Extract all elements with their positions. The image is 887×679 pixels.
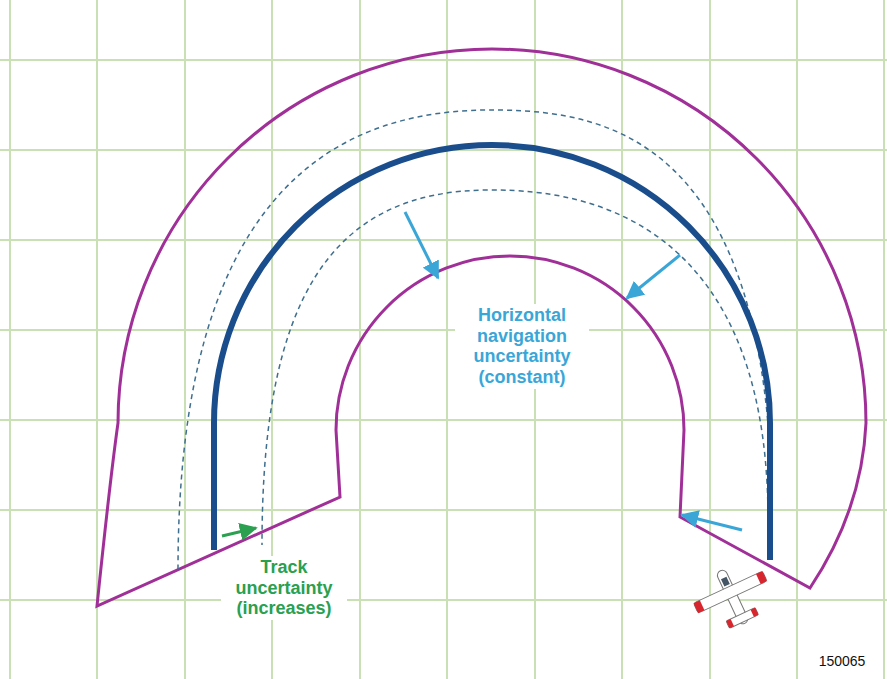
uncertainty-arrow	[682, 515, 742, 530]
track-uncertainty-label: Track uncertainty (increases)	[221, 556, 347, 620]
uncertainty-label: Horizontal navigation uncertainty (const…	[455, 304, 589, 389]
grid-line	[96, 0, 98, 679]
track-uncertainty-outer	[178, 110, 772, 570]
containment-boundary	[97, 49, 866, 606]
grid-line	[0, 419, 887, 421]
grid-line	[9, 0, 11, 679]
grid-line	[0, 509, 887, 511]
uncertainty-arrow	[627, 255, 680, 298]
figure-number: 150065	[816, 652, 869, 670]
grid-line	[0, 239, 887, 241]
track-uncertainty-arrow	[222, 528, 256, 536]
airplane-icon	[686, 555, 779, 640]
grid-line	[0, 59, 887, 61]
grid-line	[709, 0, 711, 679]
grid-line	[0, 599, 887, 601]
uncertainty-arrow	[405, 212, 438, 278]
grid-line	[883, 0, 885, 679]
grid-line	[446, 0, 448, 679]
track-uncertainty-inner	[262, 190, 768, 545]
grid-line	[184, 0, 186, 679]
nominal-track	[214, 145, 770, 560]
grid-line	[621, 0, 623, 679]
grid-line	[796, 0, 798, 679]
